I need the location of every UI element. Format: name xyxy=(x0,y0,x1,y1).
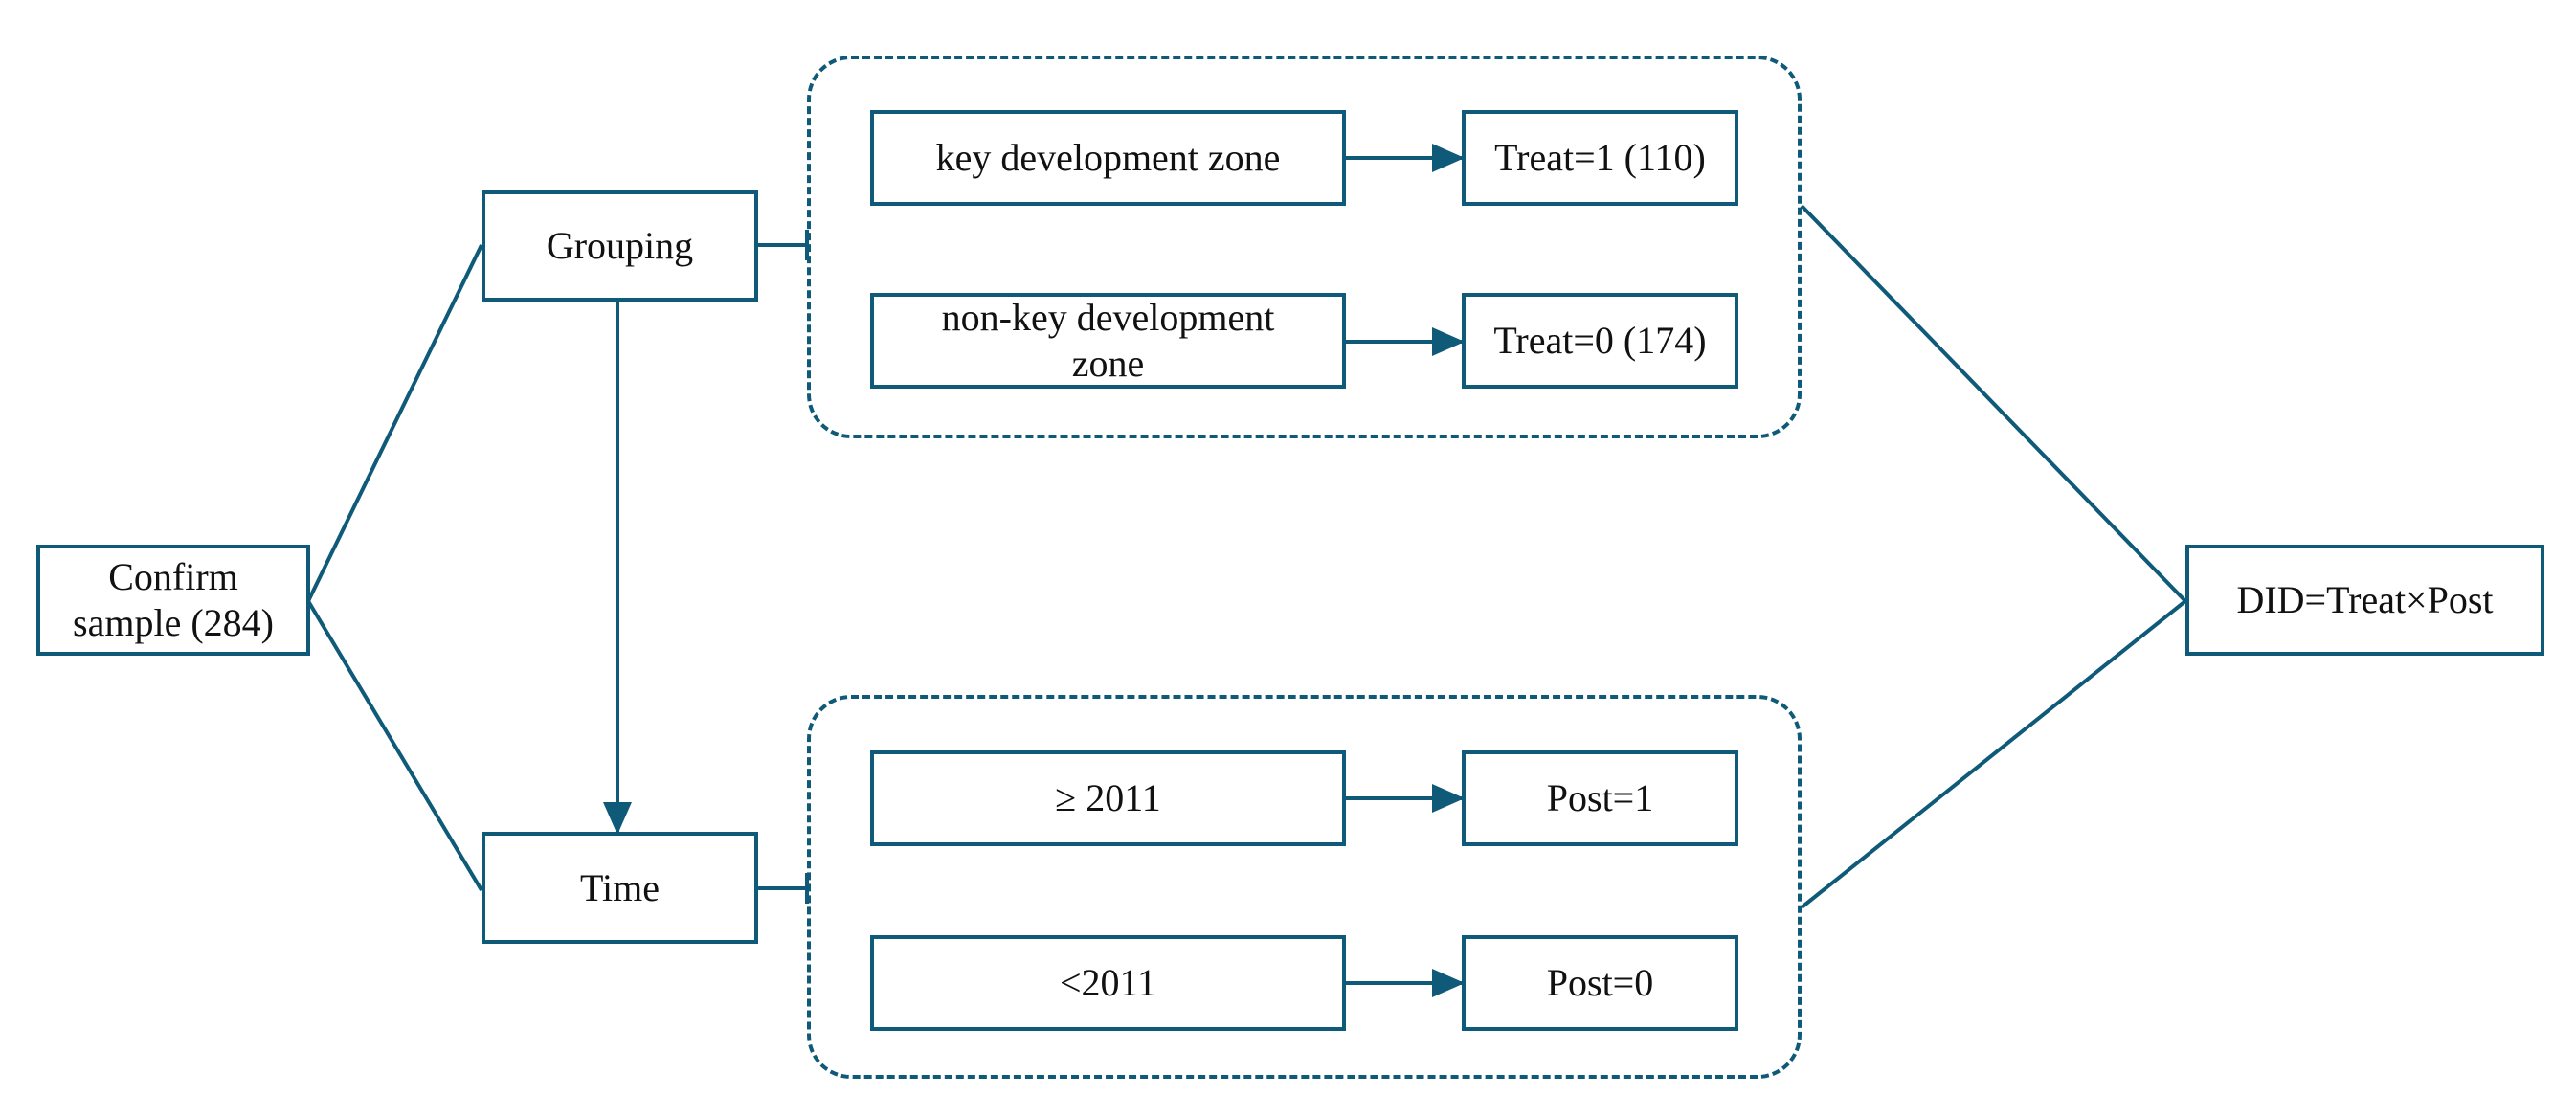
did-label: DID=Treat×Post xyxy=(2236,578,2494,621)
treat-1-node: Treat=1 (110) xyxy=(1462,110,1738,206)
post-0-label: Post=0 xyxy=(1546,961,1654,1004)
time-label: Time xyxy=(579,865,660,909)
before-2011-label: <2011 xyxy=(1059,961,1157,1004)
treat-0-label: Treat=0 (174) xyxy=(1493,319,1707,362)
confirm-sample-node: Confirm sample (284) xyxy=(36,545,310,656)
key-zone-label: key development zone xyxy=(935,136,1281,179)
grouping-label: Grouping xyxy=(546,224,694,267)
non-key-zone-label: non-key development zone xyxy=(941,296,1275,385)
key-zone-node: key development zone xyxy=(870,110,1346,206)
time-node: Time xyxy=(482,832,758,944)
after-2011-label: ≥ 2011 xyxy=(1055,776,1161,819)
confirm-sample-label: Confirm sample (284) xyxy=(73,555,274,644)
after-2011-node: ≥ 2011 xyxy=(870,750,1346,846)
treat-1-label: Treat=1 (110) xyxy=(1494,136,1706,179)
grouping-node: Grouping xyxy=(482,190,758,302)
did-node: DID=Treat×Post xyxy=(2185,545,2544,656)
edge-confirm-to-grouping xyxy=(306,244,483,602)
treat-0-node: Treat=0 (174) xyxy=(1462,293,1738,389)
edge-top-group-to-did xyxy=(1800,204,2187,603)
post-1-label: Post=1 xyxy=(1546,776,1654,819)
non-key-zone-node: non-key development zone xyxy=(870,293,1346,389)
edge-bottom-group-to-did xyxy=(1800,599,2187,909)
before-2011-node: <2011 xyxy=(870,935,1346,1031)
grouping-detail-group xyxy=(807,56,1802,438)
edge-confirm-to-time xyxy=(306,599,483,892)
time-detail-group xyxy=(807,695,1802,1079)
post-1-node: Post=1 xyxy=(1462,750,1738,846)
post-0-node: Post=0 xyxy=(1462,935,1738,1031)
